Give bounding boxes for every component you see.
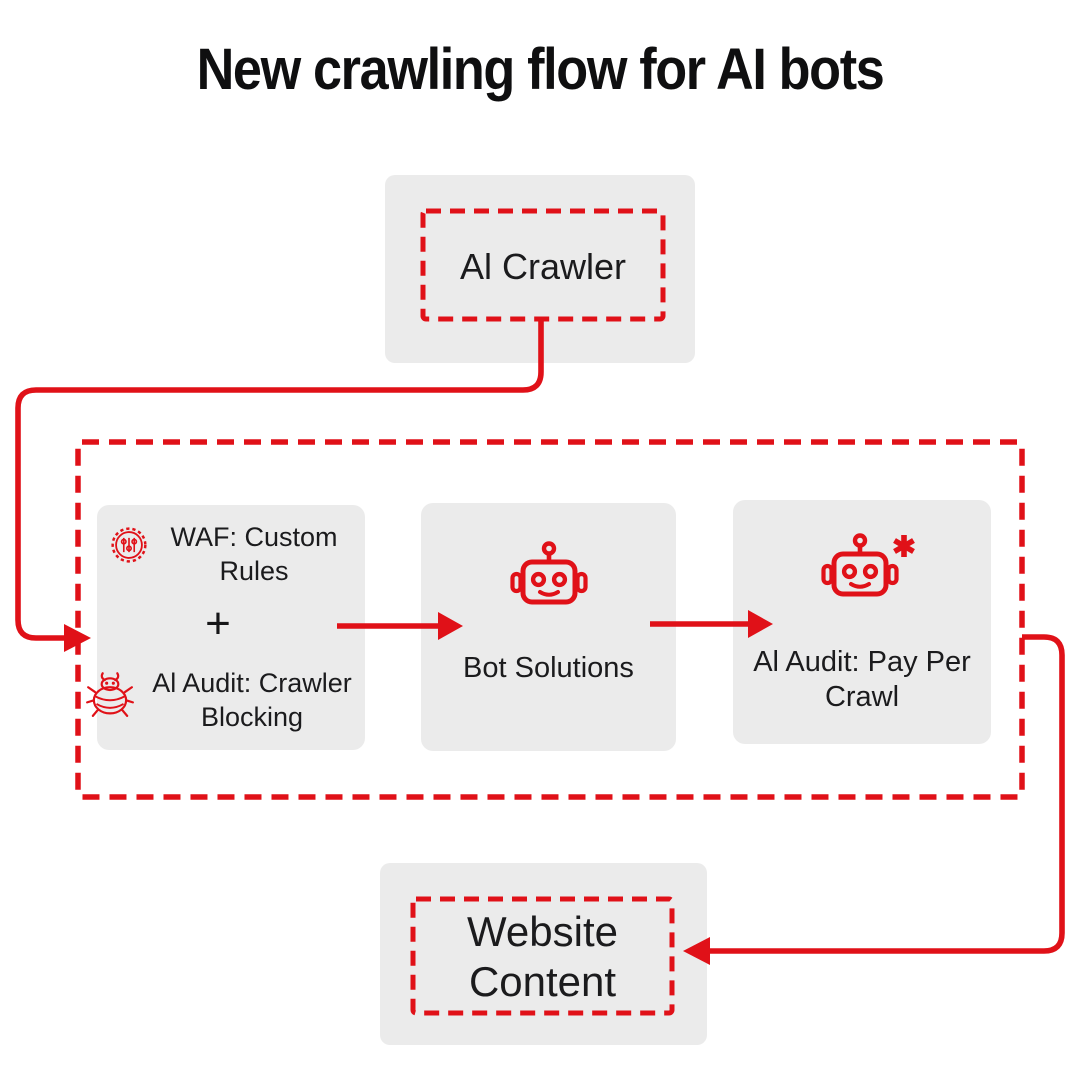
pay-per-crawl-label: Al Audit: Pay Per Crawl	[753, 646, 971, 713]
crawler-blocking-label: Al Audit: Crawler Blocking	[152, 668, 352, 732]
waf-audit-card: WAF: Custom Rules + Al Audit: Crawler Bl…	[86, 505, 365, 750]
bot-solutions-label: Bot Solutions	[463, 652, 634, 684]
robot-icon	[507, 541, 591, 607]
website-content-label: Website Content	[467, 908, 618, 1005]
arrowhead-into-group	[64, 624, 91, 652]
pay-per-crawl-card: Al Audit: Pay Per Crawl	[733, 500, 991, 744]
bot-solutions-card: Bot Solutions	[421, 503, 676, 751]
ai-crawler-label: Al Crawler	[459, 246, 627, 287]
asterisk-mark	[893, 535, 915, 557]
crawler-bug-icon	[85, 667, 135, 719]
plus-sign: +	[205, 599, 231, 648]
waf-rules-badge-icon	[110, 526, 148, 564]
robot-asterisk-icon	[818, 533, 920, 599]
page-title: New crawling flow for AI bots	[196, 37, 885, 102]
waf-rules-label: WAF: Custom Rules	[170, 522, 338, 586]
